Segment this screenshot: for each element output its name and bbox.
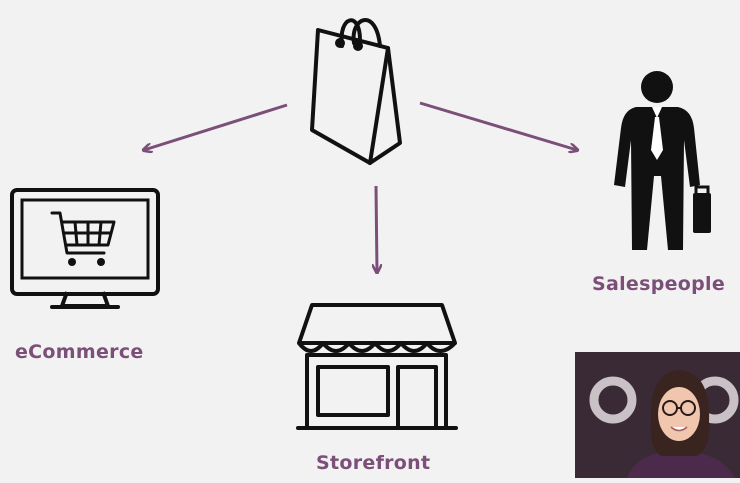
- presenter-video: [575, 352, 740, 478]
- monitor-cart-icon: [10, 188, 160, 309]
- arrow-to-storefront: [376, 185, 377, 272]
- salespeople-label: Salespeople: [592, 273, 726, 295]
- presenter-video-frame: [575, 352, 740, 478]
- arrow-to-salespeople: [419, 101, 577, 150]
- ecommerce-label: eCommerce: [15, 341, 144, 363]
- storefront-label: Storefront: [316, 452, 431, 474]
- shopping-bag-icon: [310, 18, 402, 165]
- arrow-to-ecommerce: [144, 103, 288, 150]
- storefront-icon: [296, 303, 458, 430]
- businessman-icon: [614, 71, 711, 250]
